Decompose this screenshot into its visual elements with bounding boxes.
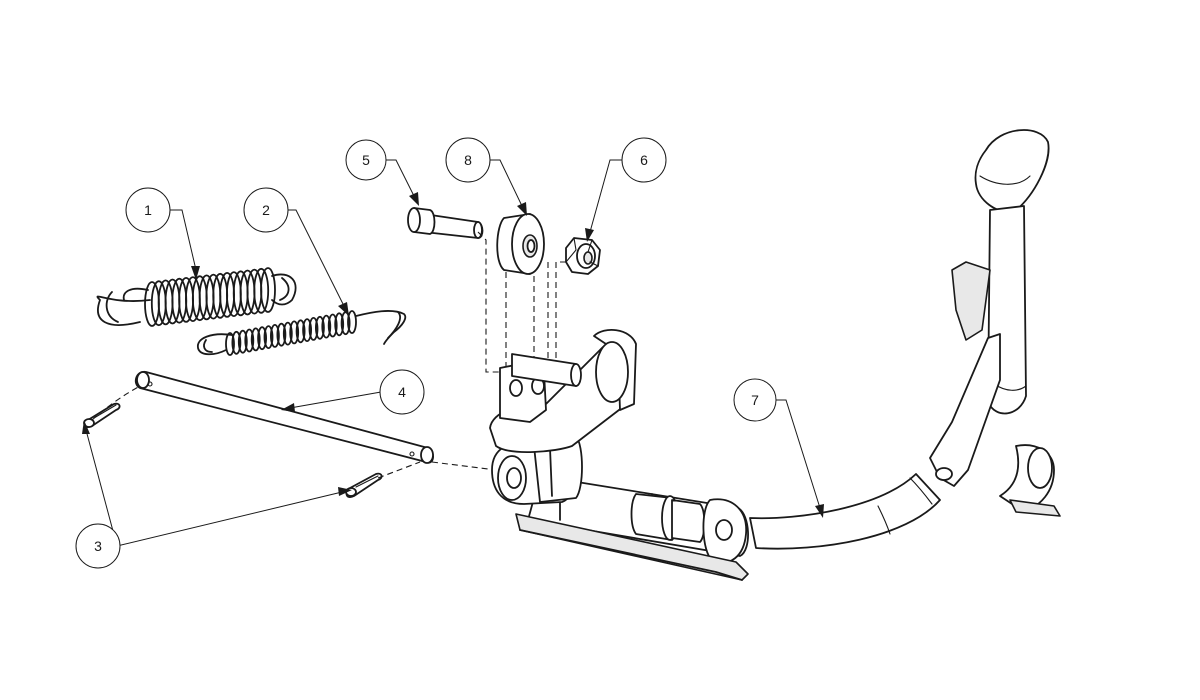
cotter-pin-lower [345,472,383,498]
spring-coil [269,323,280,348]
svg-text:5: 5 [362,152,370,168]
spring-coil [244,328,255,353]
spring-coil [308,316,319,341]
spring-coil [225,332,235,356]
svg-text:1: 1 [144,202,152,218]
spring-coil [253,267,270,314]
assembly-guide-lines [91,231,566,479]
center-stand-assembly [489,129,1061,581]
svg-text:4: 4 [398,384,406,400]
spring-coil [289,320,300,345]
spring-coil [295,319,306,344]
roller-bushing [496,213,545,275]
pivot-shaft [134,371,434,464]
svg-text:8: 8 [464,152,472,168]
lock-nut [565,237,601,275]
spring-coil [282,321,293,346]
spring-coil [276,322,287,347]
spring-coil [302,318,313,343]
spring-coil [263,325,274,350]
svg-text:3: 3 [94,538,102,554]
spring-coil [260,267,276,313]
callout-4: 4 [379,369,425,415]
shoulder-bolt [407,207,484,239]
callout-2: 2 [243,187,289,233]
svg-text:7: 7 [751,392,759,408]
spring-coil [314,315,325,340]
callout-8: 8 [445,137,491,183]
callout-7: 7 [733,378,777,422]
spring-coil [257,326,268,351]
spring-coil [237,329,248,354]
spring-coil [321,314,332,339]
callout-5: 5 [345,139,387,181]
spring-coil [347,310,357,334]
svg-text:6: 6 [640,152,648,168]
spring-coil [231,330,242,355]
callout-6: 6 [621,137,667,183]
cotter-pin-upper [83,402,121,428]
spring-coil [334,312,345,337]
svg-text:2: 2 [262,202,270,218]
small-coil-spring [197,310,407,356]
spring-coil [250,327,261,352]
large-coil-spring [96,267,297,327]
spring-coil [327,313,338,338]
callout-3: 3 [75,523,121,569]
callout-1: 1 [125,187,171,233]
